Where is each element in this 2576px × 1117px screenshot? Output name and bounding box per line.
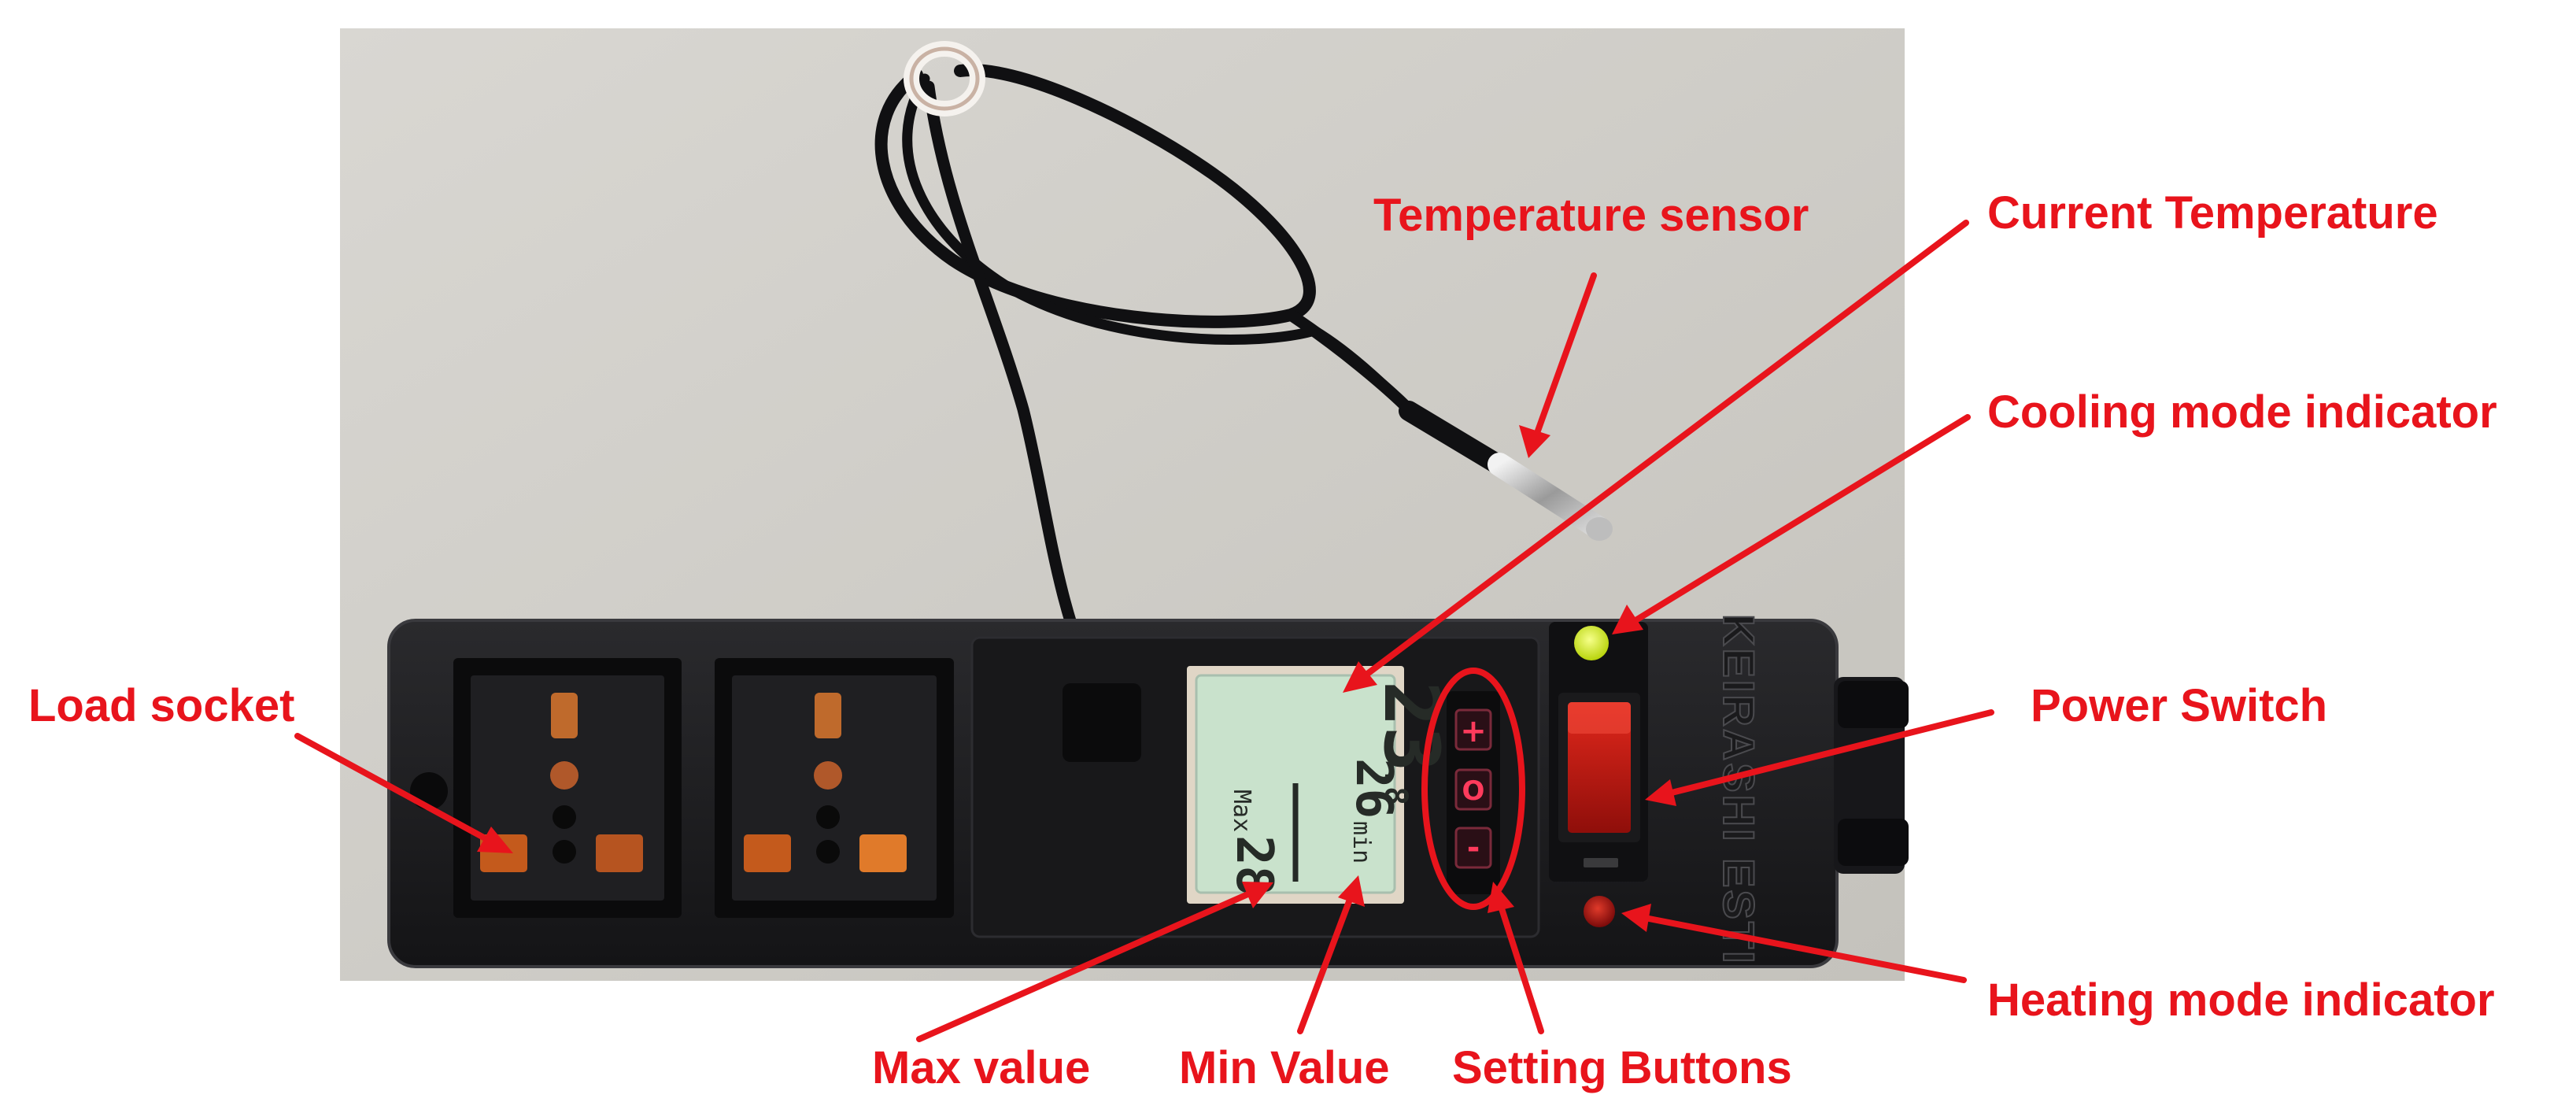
label-heating-mode-indicator: Heating mode indicator xyxy=(1987,975,2495,1026)
plus-icon: + xyxy=(1460,713,1487,749)
label-temperature-sensor: Temperature sensor xyxy=(1373,190,1809,241)
arrow-cooling-mode xyxy=(1612,414,1971,634)
label-setting-buttons: Setting Buttons xyxy=(1452,1042,1792,1093)
arrow-load-socket xyxy=(294,733,513,853)
set-icon: O xyxy=(1462,775,1485,807)
plus-button[interactable]: + xyxy=(1454,708,1492,751)
label-max-value: Max value xyxy=(872,1042,1091,1093)
label-power-switch: Power Switch xyxy=(2031,680,2328,731)
lcd-max-prefix: Max xyxy=(1228,790,1255,832)
set-button[interactable]: O xyxy=(1454,768,1492,811)
setting-buttons-highlight xyxy=(1421,668,1525,910)
load-socket-right xyxy=(715,658,954,918)
load-socket-left xyxy=(453,658,682,918)
temperature-probe xyxy=(1399,401,1613,541)
lcd-current-decimal: .8 xyxy=(1377,767,1414,805)
label-cooling-mode-indicator: Cooling mode indicator xyxy=(1987,387,2497,438)
arrow-temperature-sensor xyxy=(1519,272,1597,458)
arrow-setting-buttons xyxy=(1488,882,1544,1034)
arrow-min-value xyxy=(1297,875,1365,1034)
brand-text: KEIRASHI ESTI xyxy=(1714,614,1764,966)
arrow-heating-mode xyxy=(1621,904,1967,983)
label-current-temperature: Current Temperature xyxy=(1987,187,2438,239)
arrow-power-switch xyxy=(1645,709,1994,806)
cable-twist-tie xyxy=(904,41,985,117)
cooling-mode-led xyxy=(1574,626,1609,660)
label-min-value: Min Value xyxy=(1179,1042,1390,1093)
lcd-display xyxy=(1187,666,1404,904)
minus-button[interactable]: - xyxy=(1454,827,1492,869)
arrow-max-value xyxy=(916,882,1273,1042)
sensor-cable xyxy=(874,64,1422,691)
heating-mode-led xyxy=(1584,896,1615,927)
arrow-current-temperature xyxy=(1343,220,1969,693)
label-load-socket: Load socket xyxy=(28,680,295,731)
minus-icon: - xyxy=(1467,830,1480,866)
lcd-min-prefix: min xyxy=(1347,821,1375,864)
lcd-min-value: 26 xyxy=(1344,758,1403,819)
